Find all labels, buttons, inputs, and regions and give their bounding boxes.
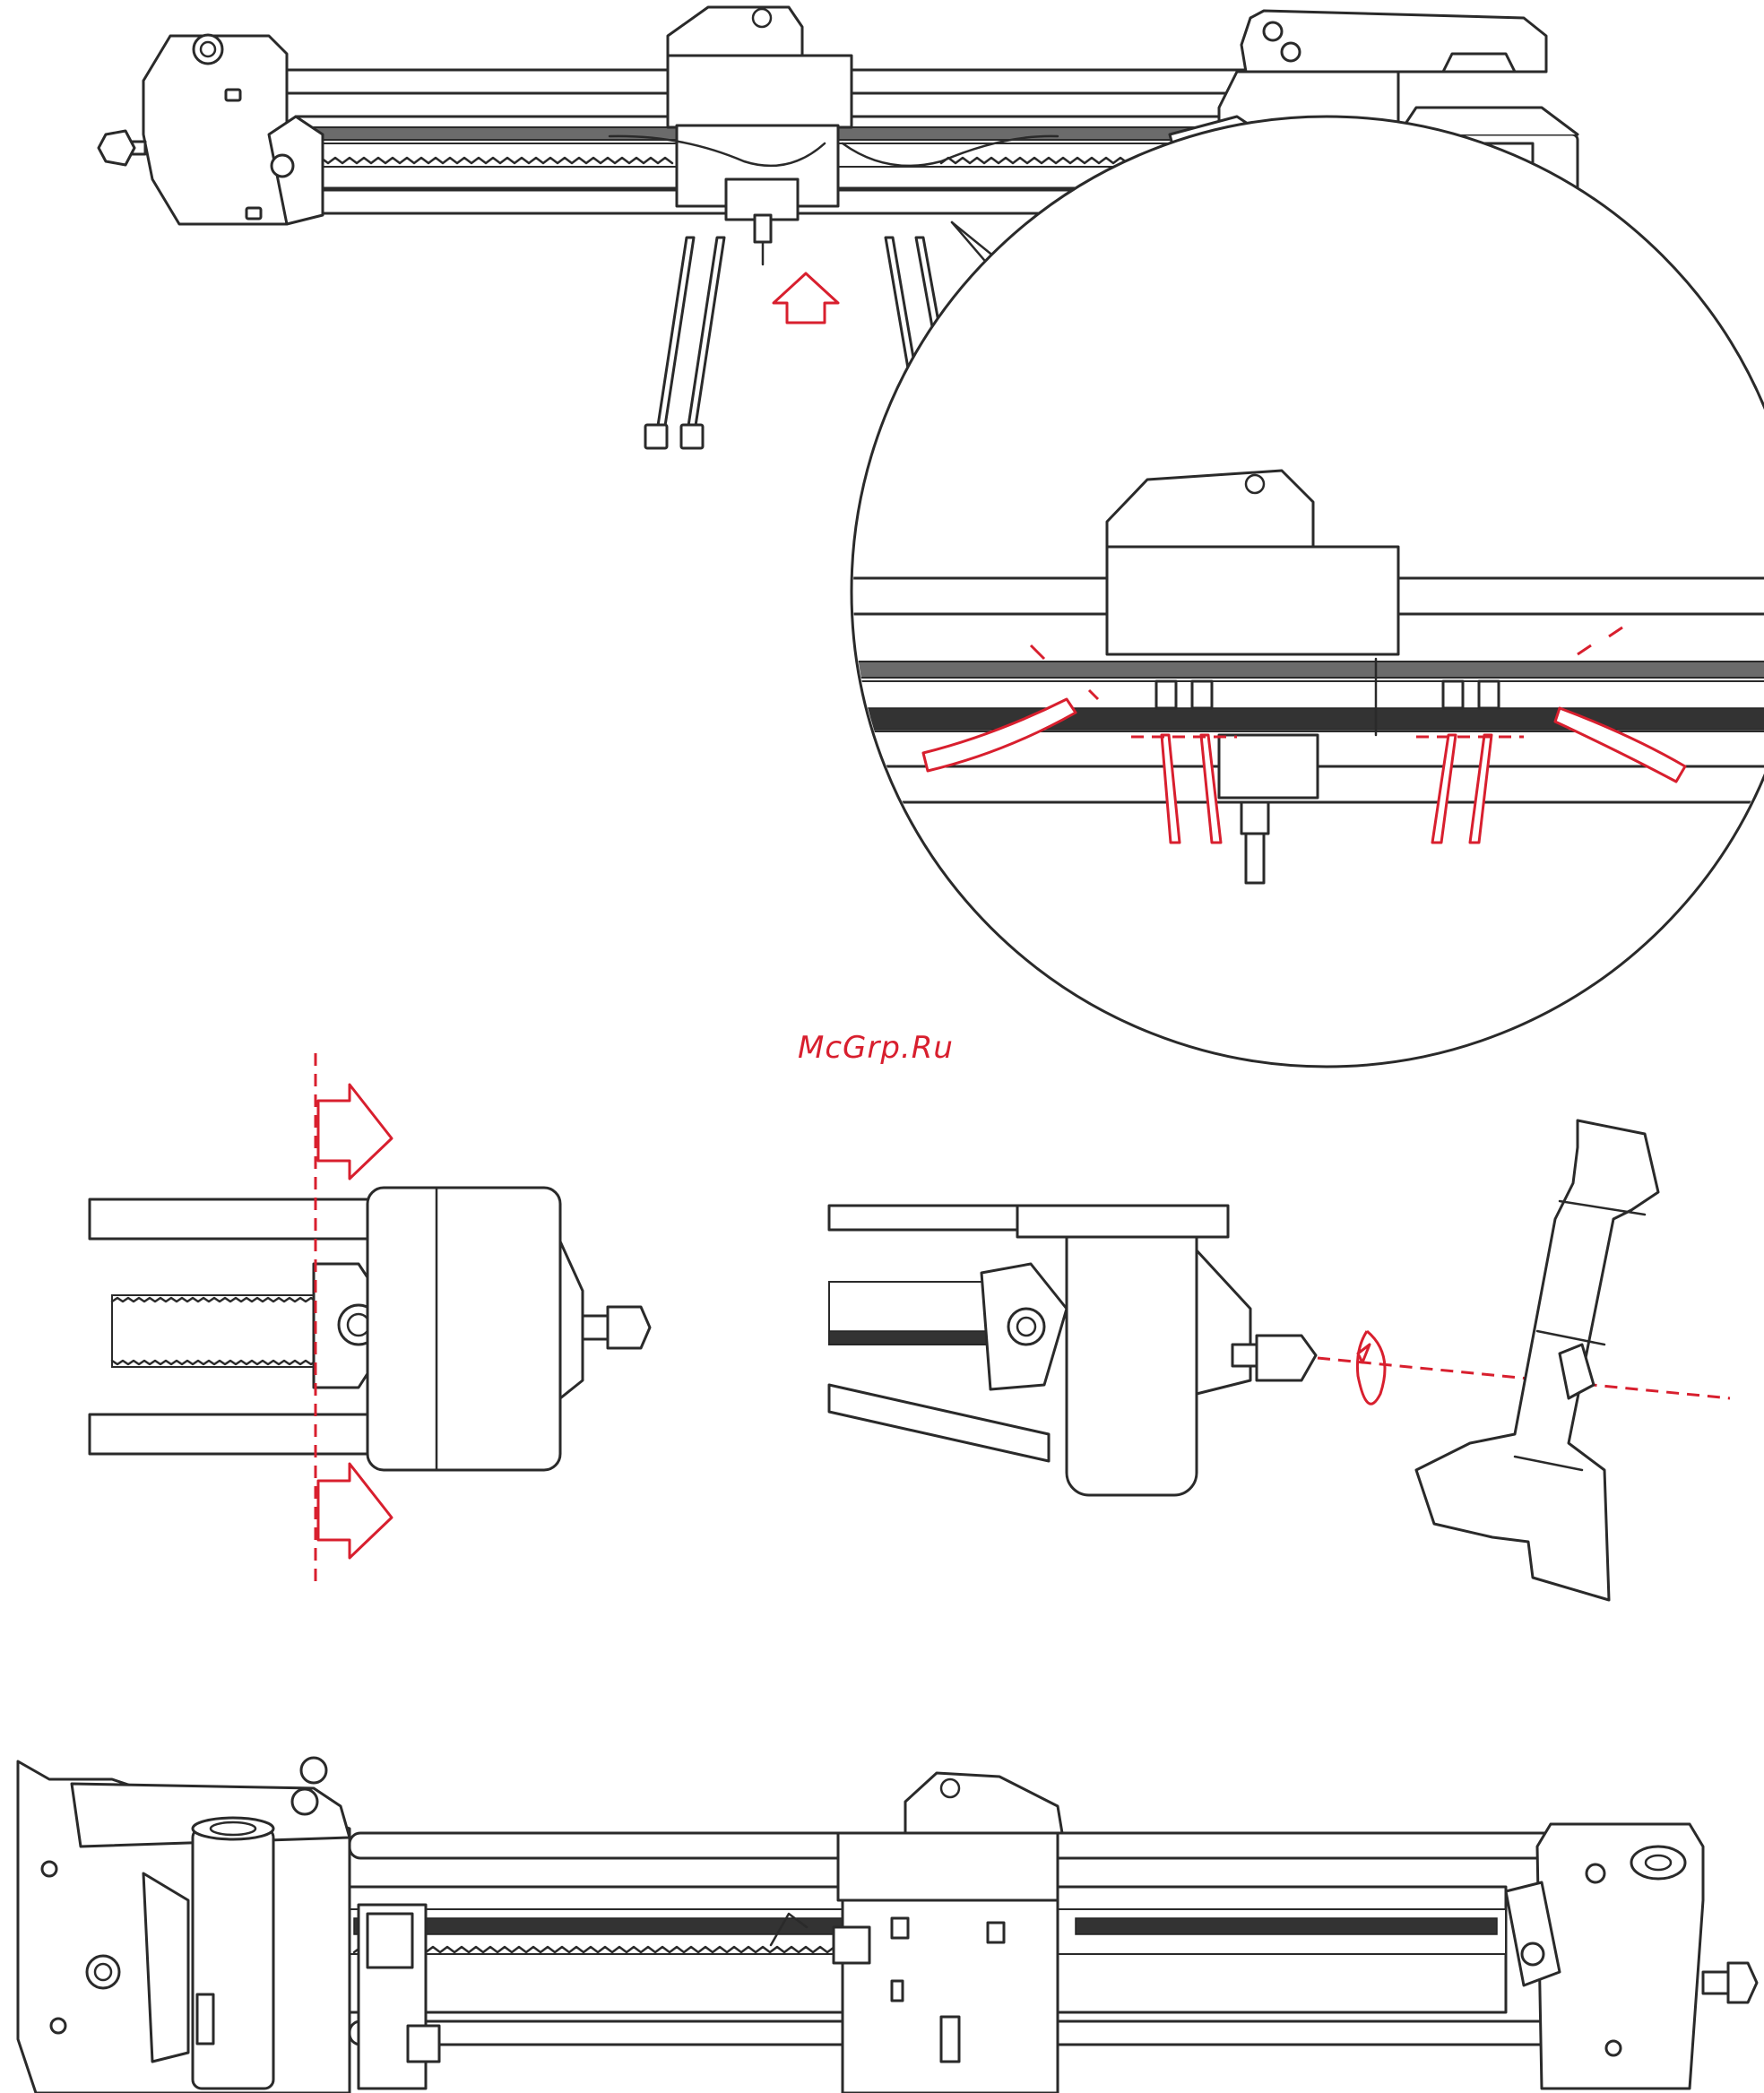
right-arrow-icon-2 [318,1464,392,1558]
final-right-nut [1728,1963,1757,2002]
end-cap-nut [608,1307,650,1348]
final-assembly-panel [18,1758,1757,2093]
end-cap-right [1067,1208,1197,1495]
rotate-icon [1357,1331,1385,1404]
left-nut [99,131,134,165]
tightening-nut [1257,1336,1316,1380]
up-arrow-icon [774,273,838,323]
left-end-block [143,36,287,224]
end-cap [368,1188,560,1470]
right-arrow-icon [318,1085,392,1179]
wrench-icon [1416,1120,1658,1600]
final-carriage [905,1773,1062,1833]
nut-tightening-panel [829,1120,1730,1600]
end-cap-panel [90,1053,650,1582]
watermark: McGrp.Ru [798,1030,954,1066]
zip-ties-left [645,238,724,448]
top-assembly-panel [99,7,1764,1067]
